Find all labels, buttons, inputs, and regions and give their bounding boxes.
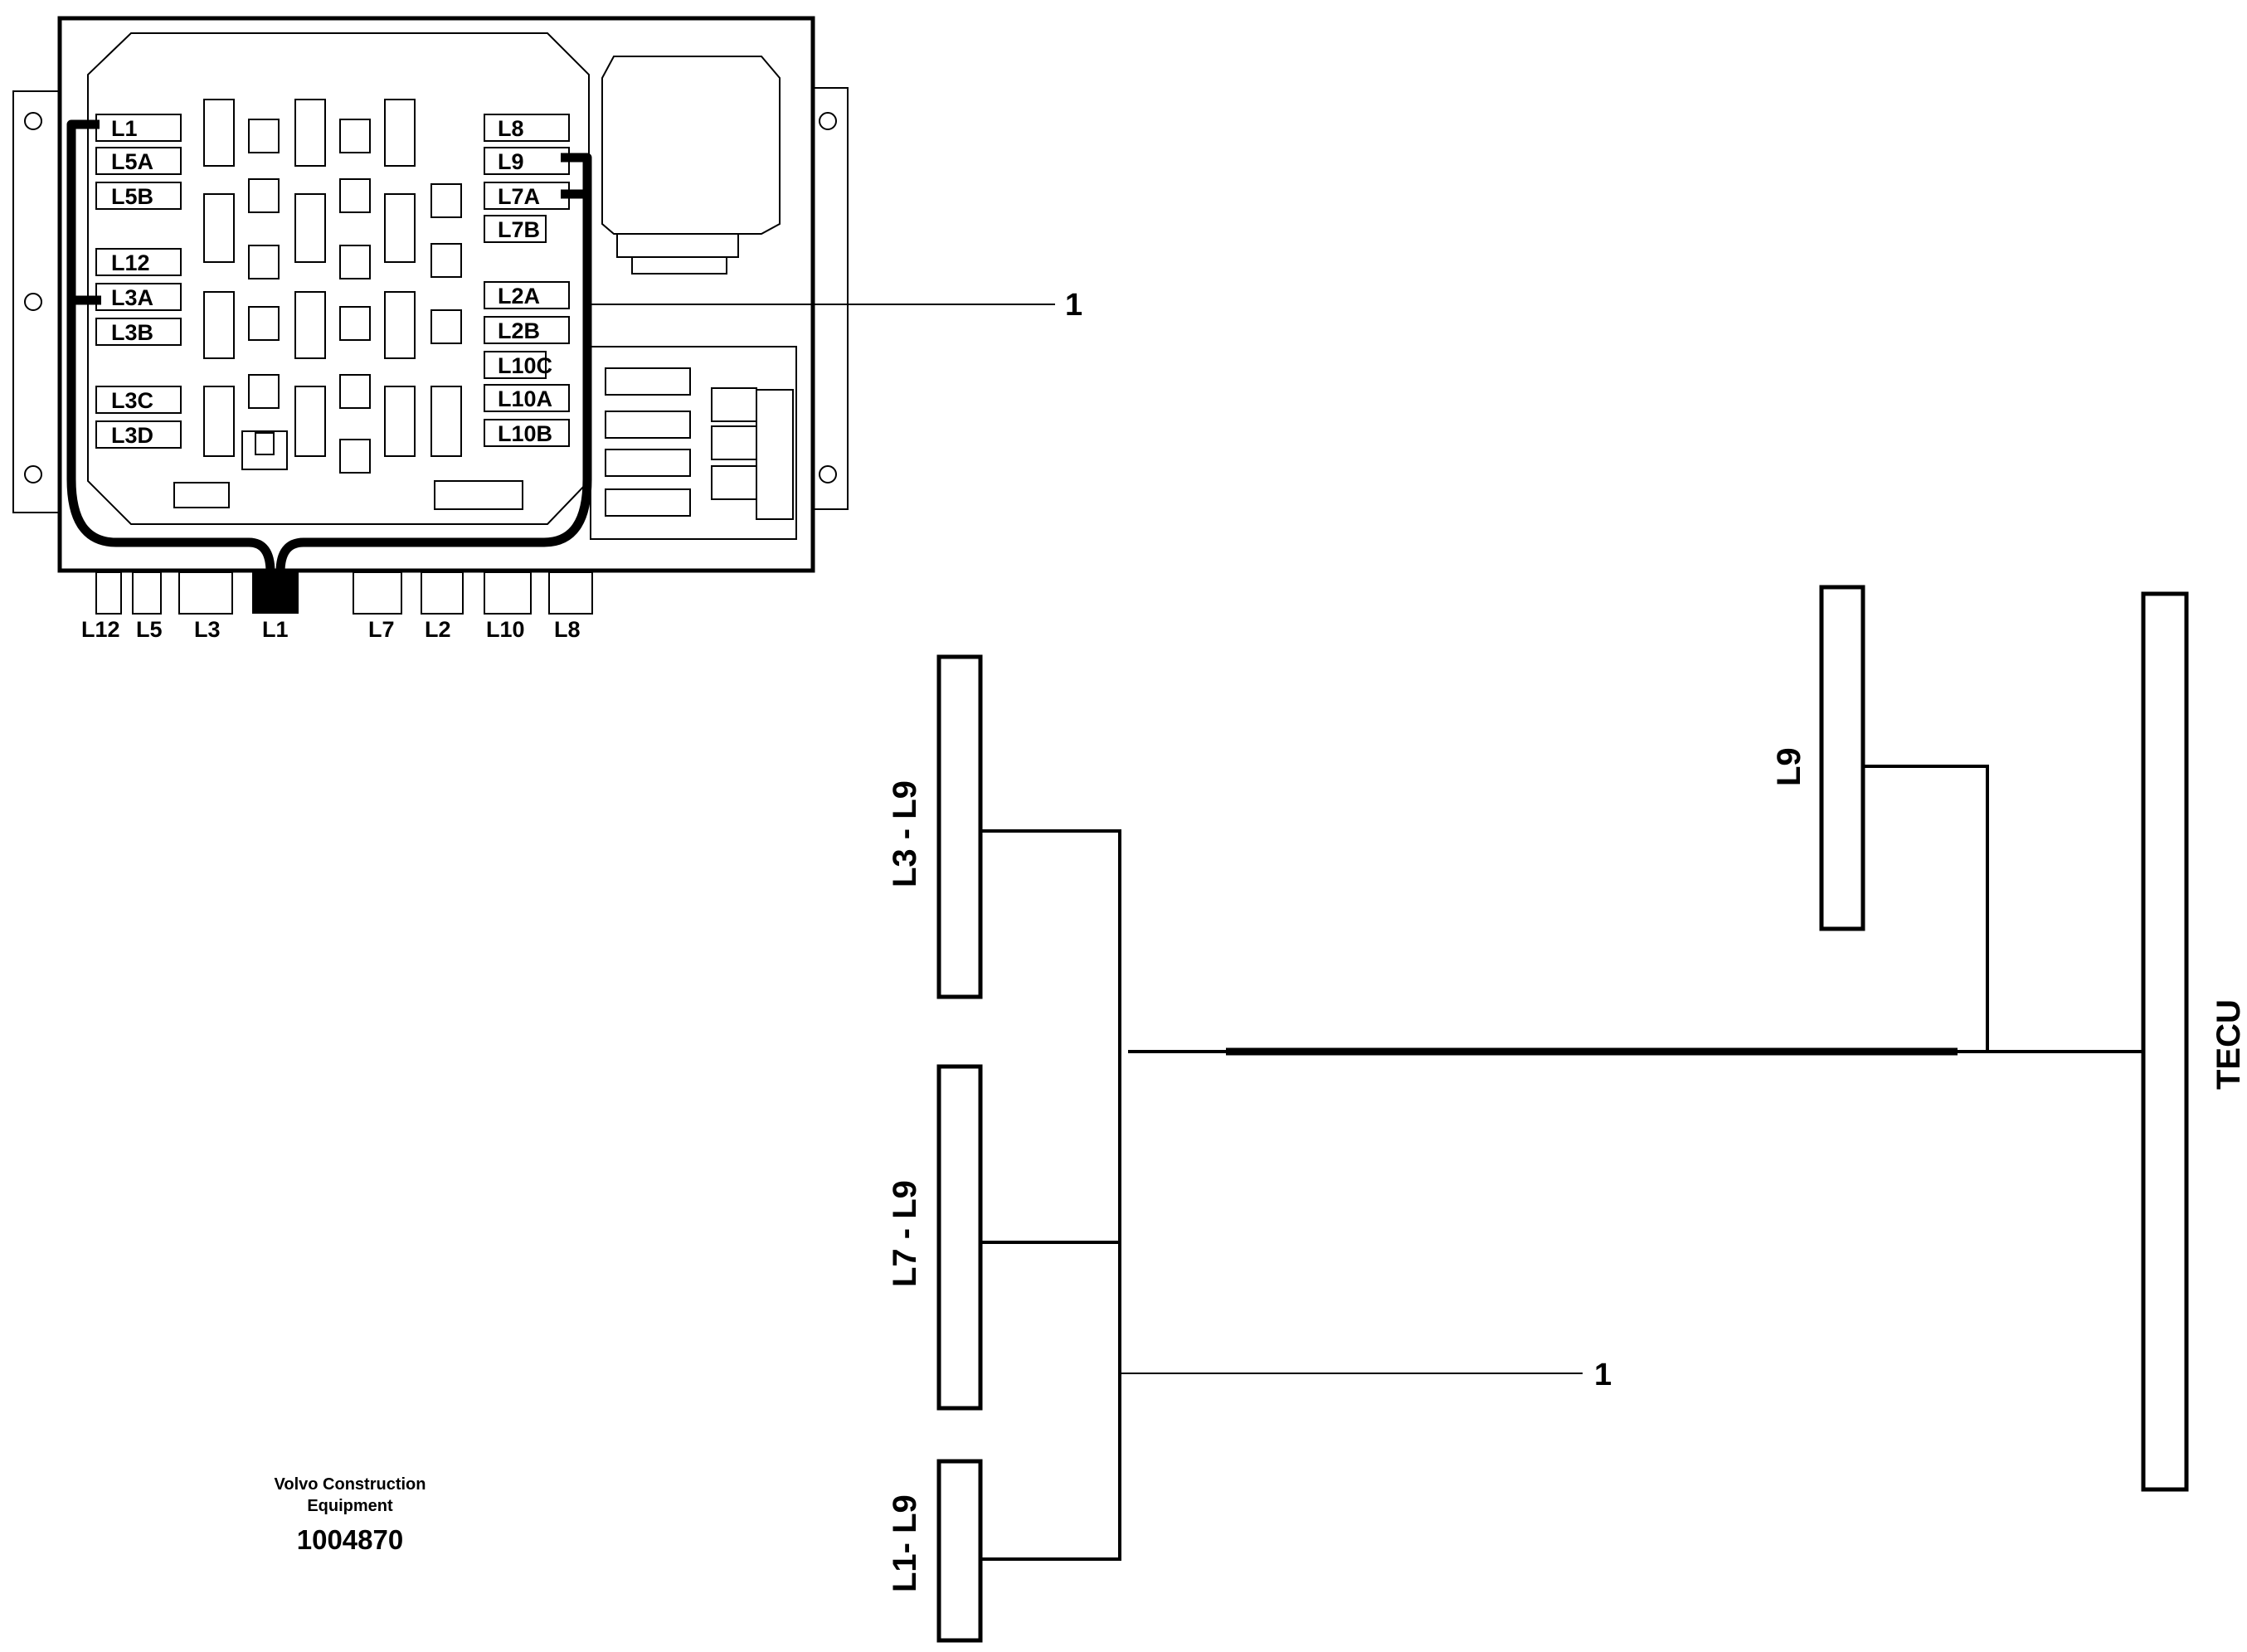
right-mounting-bracket (813, 87, 849, 510)
fuse-label-l3a: L3A (111, 285, 153, 310)
connector-label-l2: L2 (425, 617, 451, 642)
bottom-connectors (95, 571, 593, 615)
harness-highlight (66, 119, 592, 573)
mount-hole-left-top (24, 112, 42, 130)
connector-label-l12: L12 (81, 617, 120, 642)
connector-l1-highlighted (252, 571, 299, 614)
company-name-line1: Volvo Construction (275, 1475, 426, 1494)
mount-hole-left-mid (24, 293, 42, 311)
connector-label-l5: L5 (136, 617, 163, 642)
fuse-label-l10a: L10A (498, 386, 552, 411)
schematic (936, 585, 2189, 1643)
fuse-label-l12: L12 (111, 250, 150, 275)
fuse-label-l10b: L10B (498, 421, 552, 446)
left-mounting-bracket (12, 90, 60, 513)
connector-bar-l9 (1819, 585, 1865, 931)
fuse-label-l5a: L5A (111, 149, 153, 174)
fuse-box (12, 16, 1055, 615)
callout-number-top: 1 (1065, 288, 1082, 323)
fuse-label-l7b: L7B (498, 217, 540, 242)
label-l1-l9: L1- L9 (887, 1494, 923, 1592)
fuse-label-l2a: L2A (498, 284, 540, 309)
fuse-box-outline (57, 16, 815, 573)
mount-hole-right-bottom (819, 465, 837, 483)
fuse-label-l5b: L5B (111, 184, 153, 209)
fuse-label-l3c: L3C (111, 388, 153, 413)
connector-bar-l3-l9 (936, 654, 983, 999)
connector-label-l8: L8 (554, 617, 581, 642)
connector-label-l7: L7 (368, 617, 395, 642)
connector-bar-l1-l9 (936, 1459, 983, 1643)
label-l3-l9: L3 - L9 (887, 780, 923, 887)
relay-components (173, 99, 523, 510)
control-unit (601, 56, 781, 275)
connector-label-l10: L10 (486, 617, 525, 642)
connector-bar-l7-l9 (936, 1064, 983, 1411)
fuse-label-l3d: L3D (111, 423, 153, 448)
fuse-slot-labels: L1 L5A L5B L12 L3A L3B L3C L3D L8 L9 L7A… (111, 116, 552, 448)
fuse-label-l3b: L3B (111, 320, 153, 345)
fuse-label-l1: L1 (111, 116, 138, 141)
connector-labels: L12 L5 L3 L1 L7 L2 L10 L8 (81, 617, 581, 642)
fuse-label-l9: L9 (498, 149, 524, 174)
label-l9: L9 (1771, 747, 1807, 786)
fuse-panel-outline (87, 32, 590, 525)
label-l7-l9: L7 - L9 (887, 1180, 923, 1287)
connector-bar-tecu (2141, 591, 2189, 1492)
schematic-labels: L3 - L9 L7 - L9 L1- L9 L9 TECU 1 (887, 747, 2247, 1592)
fuse-label-l8: L8 (498, 116, 524, 141)
callout-number-bottom: 1 (1594, 1358, 1612, 1392)
label-tecu: TECU (2211, 999, 2247, 1090)
company-name-line2: Equipment (307, 1497, 393, 1515)
footer: Volvo Construction Equipment 1004870 (275, 1475, 426, 1555)
connector-label-l1: L1 (262, 617, 289, 642)
fuse-label-l2b: L2B (498, 318, 540, 343)
fuse-label-l7a: L7A (498, 184, 540, 209)
mount-hole-left-bottom (24, 465, 42, 483)
mount-hole-right-top (819, 112, 837, 130)
connector-label-l3: L3 (194, 617, 221, 642)
part-number: 1004870 (297, 1524, 403, 1555)
fuse-label-l10c: L10C (498, 353, 552, 378)
schematic-wires (982, 765, 2143, 1561)
terminal-block (590, 346, 797, 540)
